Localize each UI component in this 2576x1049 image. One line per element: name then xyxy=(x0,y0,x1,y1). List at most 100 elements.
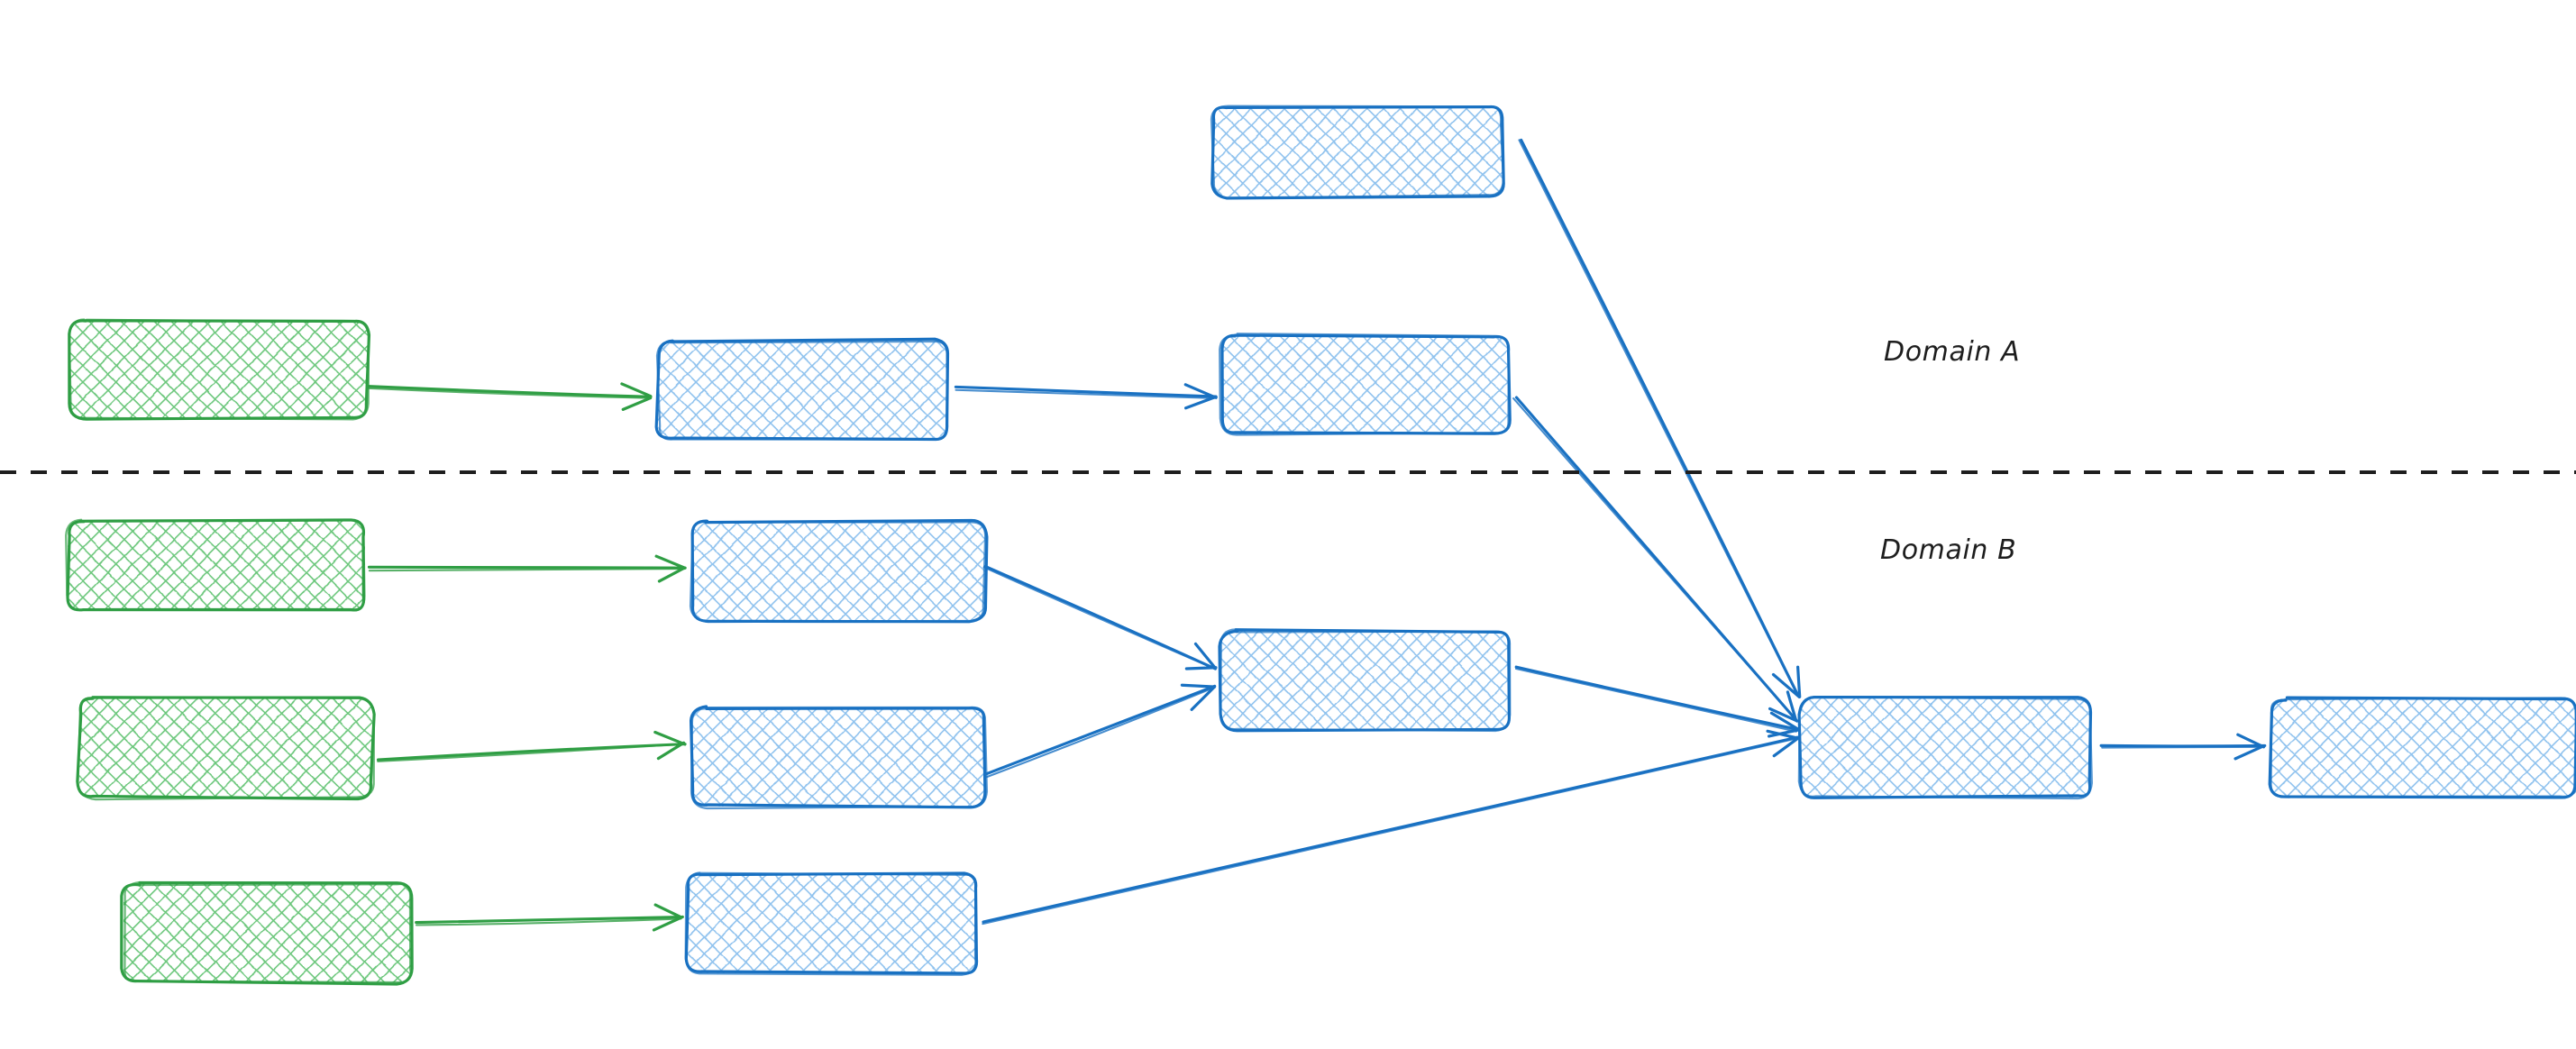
edge-shaft xyxy=(982,735,1799,924)
node-fill xyxy=(687,874,977,973)
node-b-merge[interactable] xyxy=(1218,628,1512,733)
edge-e-b-hub-output[interactable] xyxy=(2099,733,2267,761)
edge-arrowhead-barb-1 xyxy=(654,554,687,570)
edge-arrowhead-barb-0 xyxy=(657,566,686,583)
node-fill xyxy=(692,707,985,807)
node-outline xyxy=(690,706,989,810)
edge-arrowhead-barb-0 xyxy=(1772,736,1800,758)
node-outline xyxy=(1797,695,2093,800)
edge-arrowhead-barb-0 xyxy=(1771,672,1801,698)
edge-shaft xyxy=(1518,139,1799,697)
node-a-stage-2[interactable] xyxy=(1219,333,1512,437)
node-fill xyxy=(70,320,368,419)
node-outline xyxy=(2270,697,2576,798)
edge-arrowhead-barb-1 xyxy=(1796,665,1802,698)
edge-arrowhead-barb-0 xyxy=(1184,395,1218,410)
edge-e-a-src1-stage1[interactable] xyxy=(365,382,653,411)
node-b-hub[interactable] xyxy=(1797,695,2094,800)
edges-layer xyxy=(365,138,2267,932)
node-b-source-3[interactable] xyxy=(120,880,415,986)
label-domain-b: Domain B xyxy=(1880,534,2016,566)
label-domain-a: Domain A xyxy=(1884,336,2020,368)
edge-arrowhead-barb-1 xyxy=(653,730,687,746)
edge-e-b-src3-stage3[interactable] xyxy=(415,903,684,932)
node-fill xyxy=(1221,631,1510,730)
node-b-stage-3[interactable] xyxy=(684,871,980,976)
edge-shaft xyxy=(1514,667,1797,733)
node-b-source-2[interactable] xyxy=(76,696,376,801)
edge-shaft xyxy=(365,384,653,398)
edge-e-b-stage2-merge[interactable] xyxy=(983,683,1217,779)
edge-shaft xyxy=(982,737,1799,926)
node-outline xyxy=(1219,628,1512,733)
node-outline xyxy=(123,880,412,984)
node-outline xyxy=(77,696,376,801)
edge-shaft xyxy=(367,565,687,570)
edge-shaft xyxy=(954,385,1218,398)
edge-arrowhead-barb-0 xyxy=(621,397,653,411)
node-fill xyxy=(68,521,365,611)
node-b-output[interactable] xyxy=(2268,696,2576,800)
edge-e-b-stage3-hub[interactable] xyxy=(982,729,1800,926)
node-outline xyxy=(68,318,370,421)
node-fill xyxy=(658,341,948,440)
edge-shaft xyxy=(955,388,1216,399)
edge-shaft xyxy=(1514,665,1799,731)
node-a-stage-top[interactable] xyxy=(1210,104,1505,200)
node-fill xyxy=(692,521,985,620)
node-outline xyxy=(1219,333,1510,436)
edge-shaft xyxy=(983,684,1217,776)
node-b-source-1[interactable] xyxy=(65,518,368,614)
node-outline xyxy=(684,871,977,976)
edge-arrowhead-barb-1 xyxy=(1183,383,1218,399)
edge-arrowhead-barb-0 xyxy=(1768,707,1799,723)
edge-shaft xyxy=(377,743,687,762)
edge-shaft xyxy=(1512,397,1798,722)
edge-arrowhead-barb-1 xyxy=(1769,711,1800,731)
edge-shaft xyxy=(415,917,682,926)
edge-e-b-src1-stage1[interactable] xyxy=(367,554,687,583)
node-outline xyxy=(689,521,987,624)
edge-shaft xyxy=(367,387,653,399)
edge-shaft xyxy=(368,567,686,572)
nodes-layer xyxy=(65,104,2576,986)
node-b-stage-1[interactable] xyxy=(689,518,989,624)
node-fill xyxy=(79,698,372,798)
edge-arrowhead-barb-0 xyxy=(1768,728,1800,738)
edge-arrowhead-barb-0 xyxy=(656,741,686,761)
edge-e-a-top-hub[interactable] xyxy=(1518,138,1802,698)
edge-arrowhead-barb-0 xyxy=(1184,666,1218,670)
edge-shaft xyxy=(2101,745,2266,749)
edge-arrowhead-barb-1 xyxy=(653,903,683,919)
edge-arrowhead-barb-0 xyxy=(652,915,684,932)
node-fill xyxy=(2271,698,2576,798)
edge-e-b-stage1-merge[interactable] xyxy=(982,564,1218,670)
edge-e-b-merge-hub[interactable] xyxy=(1514,665,1800,738)
node-outline xyxy=(1210,105,1505,200)
edge-arrowhead-barb-1 xyxy=(620,382,653,398)
edge-shaft xyxy=(985,686,1216,779)
node-a-source-1[interactable] xyxy=(68,317,371,422)
node-outline xyxy=(65,518,366,612)
edge-shaft xyxy=(415,915,683,925)
edge-arrowhead-barb-1 xyxy=(1786,690,1798,722)
edge-arrowhead-barb-0 xyxy=(2233,744,2265,761)
edge-e-a-stage2-hub[interactable] xyxy=(1512,396,1799,723)
node-fill xyxy=(1221,335,1510,434)
edge-shaft xyxy=(2099,743,2267,748)
edge-arrowhead-barb-0 xyxy=(1190,686,1216,712)
node-outline xyxy=(655,340,949,441)
node-b-stage-2[interactable] xyxy=(689,705,989,810)
node-fill xyxy=(1212,106,1503,196)
edge-arrowhead-barb-1 xyxy=(1180,683,1217,689)
edge-e-b-src2-stage2[interactable] xyxy=(376,730,687,762)
domain-labels-layer: Domain A Domain B xyxy=(1880,336,2020,566)
node-a-stage-1[interactable] xyxy=(654,337,951,442)
edge-arrowhead-barb-1 xyxy=(1193,642,1217,670)
node-fill xyxy=(1801,698,2091,798)
node-outline xyxy=(1210,105,1505,200)
edge-e-a-stage1-stage2[interactable] xyxy=(954,383,1218,410)
edge-shaft xyxy=(982,566,1217,670)
